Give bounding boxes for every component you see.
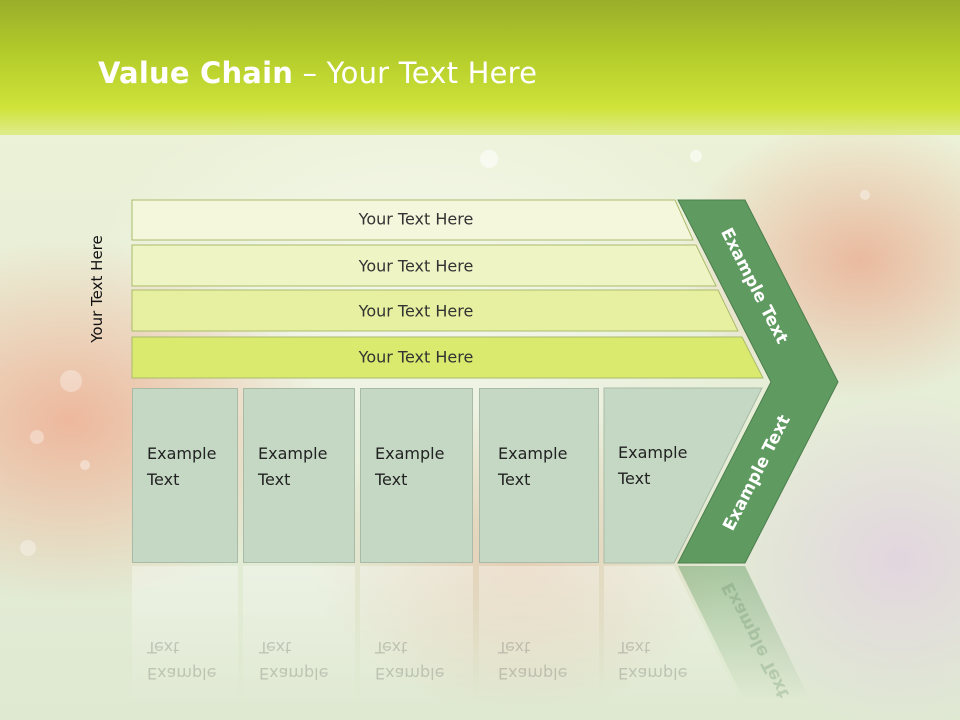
bokeh-highlight: [80, 460, 90, 470]
row-bar-4: [131, 336, 764, 379]
row-label-2: Your Text Here: [358, 256, 474, 276]
bokeh-highlight: [30, 430, 44, 444]
title-bold: Value Chain: [98, 56, 294, 90]
box-reflection: [479, 566, 599, 706]
row-label-3: Your Text Here: [358, 301, 474, 321]
row-label-4: Your Text Here: [358, 347, 474, 367]
box-reflection: [604, 566, 740, 700]
bokeh-highlight: [860, 190, 870, 200]
row-bar-3: [131, 289, 739, 332]
activity-box-5: [603, 387, 763, 564]
slide-title: Value Chain – Your Text Here: [98, 56, 537, 90]
row-bar-1: [131, 199, 694, 241]
row-bar-2: [131, 244, 717, 287]
header-band: [0, 0, 960, 135]
title-rest: – Your Text Here: [293, 56, 538, 90]
bokeh-highlight: [20, 540, 36, 556]
box-reflection: [360, 566, 473, 706]
box-reflection: [243, 566, 355, 706]
chevron-reflection: [678, 566, 810, 700]
bokeh-highlight: [60, 370, 82, 392]
value-chevron: [677, 199, 839, 564]
bokeh-highlight: [690, 150, 702, 162]
bokeh-highlight: [480, 150, 498, 168]
row-label-1: Your Text Here: [358, 209, 474, 229]
box-reflection: [132, 566, 238, 706]
